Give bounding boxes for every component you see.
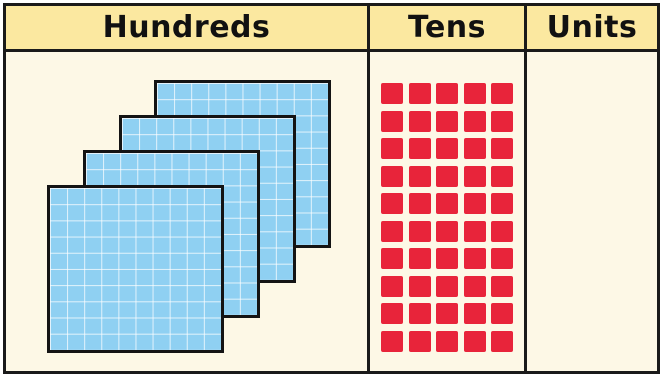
hundred-flat <box>47 185 224 353</box>
unit-cube <box>409 83 431 104</box>
tens-cell <box>381 83 521 363</box>
unit-cube <box>381 331 403 352</box>
unit-cube <box>381 221 403 242</box>
unit-cube <box>381 83 403 104</box>
unit-cube <box>464 331 486 352</box>
header-row: Hundreds Tens Units <box>6 6 657 52</box>
unit-cube <box>436 331 458 352</box>
unit-cube <box>491 83 513 104</box>
unit-cube <box>381 166 403 187</box>
unit-cube <box>436 193 458 214</box>
unit-cube <box>464 138 486 159</box>
unit-cube <box>409 111 431 132</box>
column-divider-hundreds-tens <box>367 6 370 371</box>
units-header: Units <box>527 6 657 49</box>
unit-cube <box>491 166 513 187</box>
unit-cube <box>464 193 486 214</box>
unit-cube <box>436 303 458 324</box>
unit-cube <box>436 138 458 159</box>
unit-cube <box>491 221 513 242</box>
unit-cube <box>409 331 431 352</box>
unit-cube <box>436 248 458 269</box>
unit-cube <box>464 276 486 297</box>
unit-cube <box>491 248 513 269</box>
unit-cube <box>409 138 431 159</box>
unit-cube <box>491 193 513 214</box>
unit-cube <box>491 276 513 297</box>
unit-cube <box>464 248 486 269</box>
unit-cube <box>381 138 403 159</box>
unit-cube <box>381 248 403 269</box>
unit-cube <box>491 138 513 159</box>
unit-cube <box>436 221 458 242</box>
unit-cube <box>464 303 486 324</box>
unit-cube <box>491 331 513 352</box>
unit-cube <box>491 111 513 132</box>
unit-cube <box>436 83 458 104</box>
unit-cube <box>409 303 431 324</box>
unit-cube <box>381 111 403 132</box>
unit-cube <box>491 303 513 324</box>
unit-cube <box>436 111 458 132</box>
unit-cube <box>464 166 486 187</box>
hundreds-header: Hundreds <box>6 6 367 49</box>
place-value-chart: Hundreds Tens Units <box>3 3 660 374</box>
unit-cube <box>436 276 458 297</box>
unit-cube <box>464 83 486 104</box>
unit-cube <box>436 166 458 187</box>
unit-cube <box>464 111 486 132</box>
unit-cube <box>409 248 431 269</box>
unit-cube <box>464 221 486 242</box>
unit-cube <box>381 276 403 297</box>
unit-cube <box>381 303 403 324</box>
units-cell <box>527 52 657 371</box>
unit-cube <box>409 276 431 297</box>
unit-cube <box>409 221 431 242</box>
unit-cube <box>381 193 403 214</box>
unit-cube <box>409 193 431 214</box>
unit-cube <box>409 166 431 187</box>
tens-header: Tens <box>370 6 524 49</box>
